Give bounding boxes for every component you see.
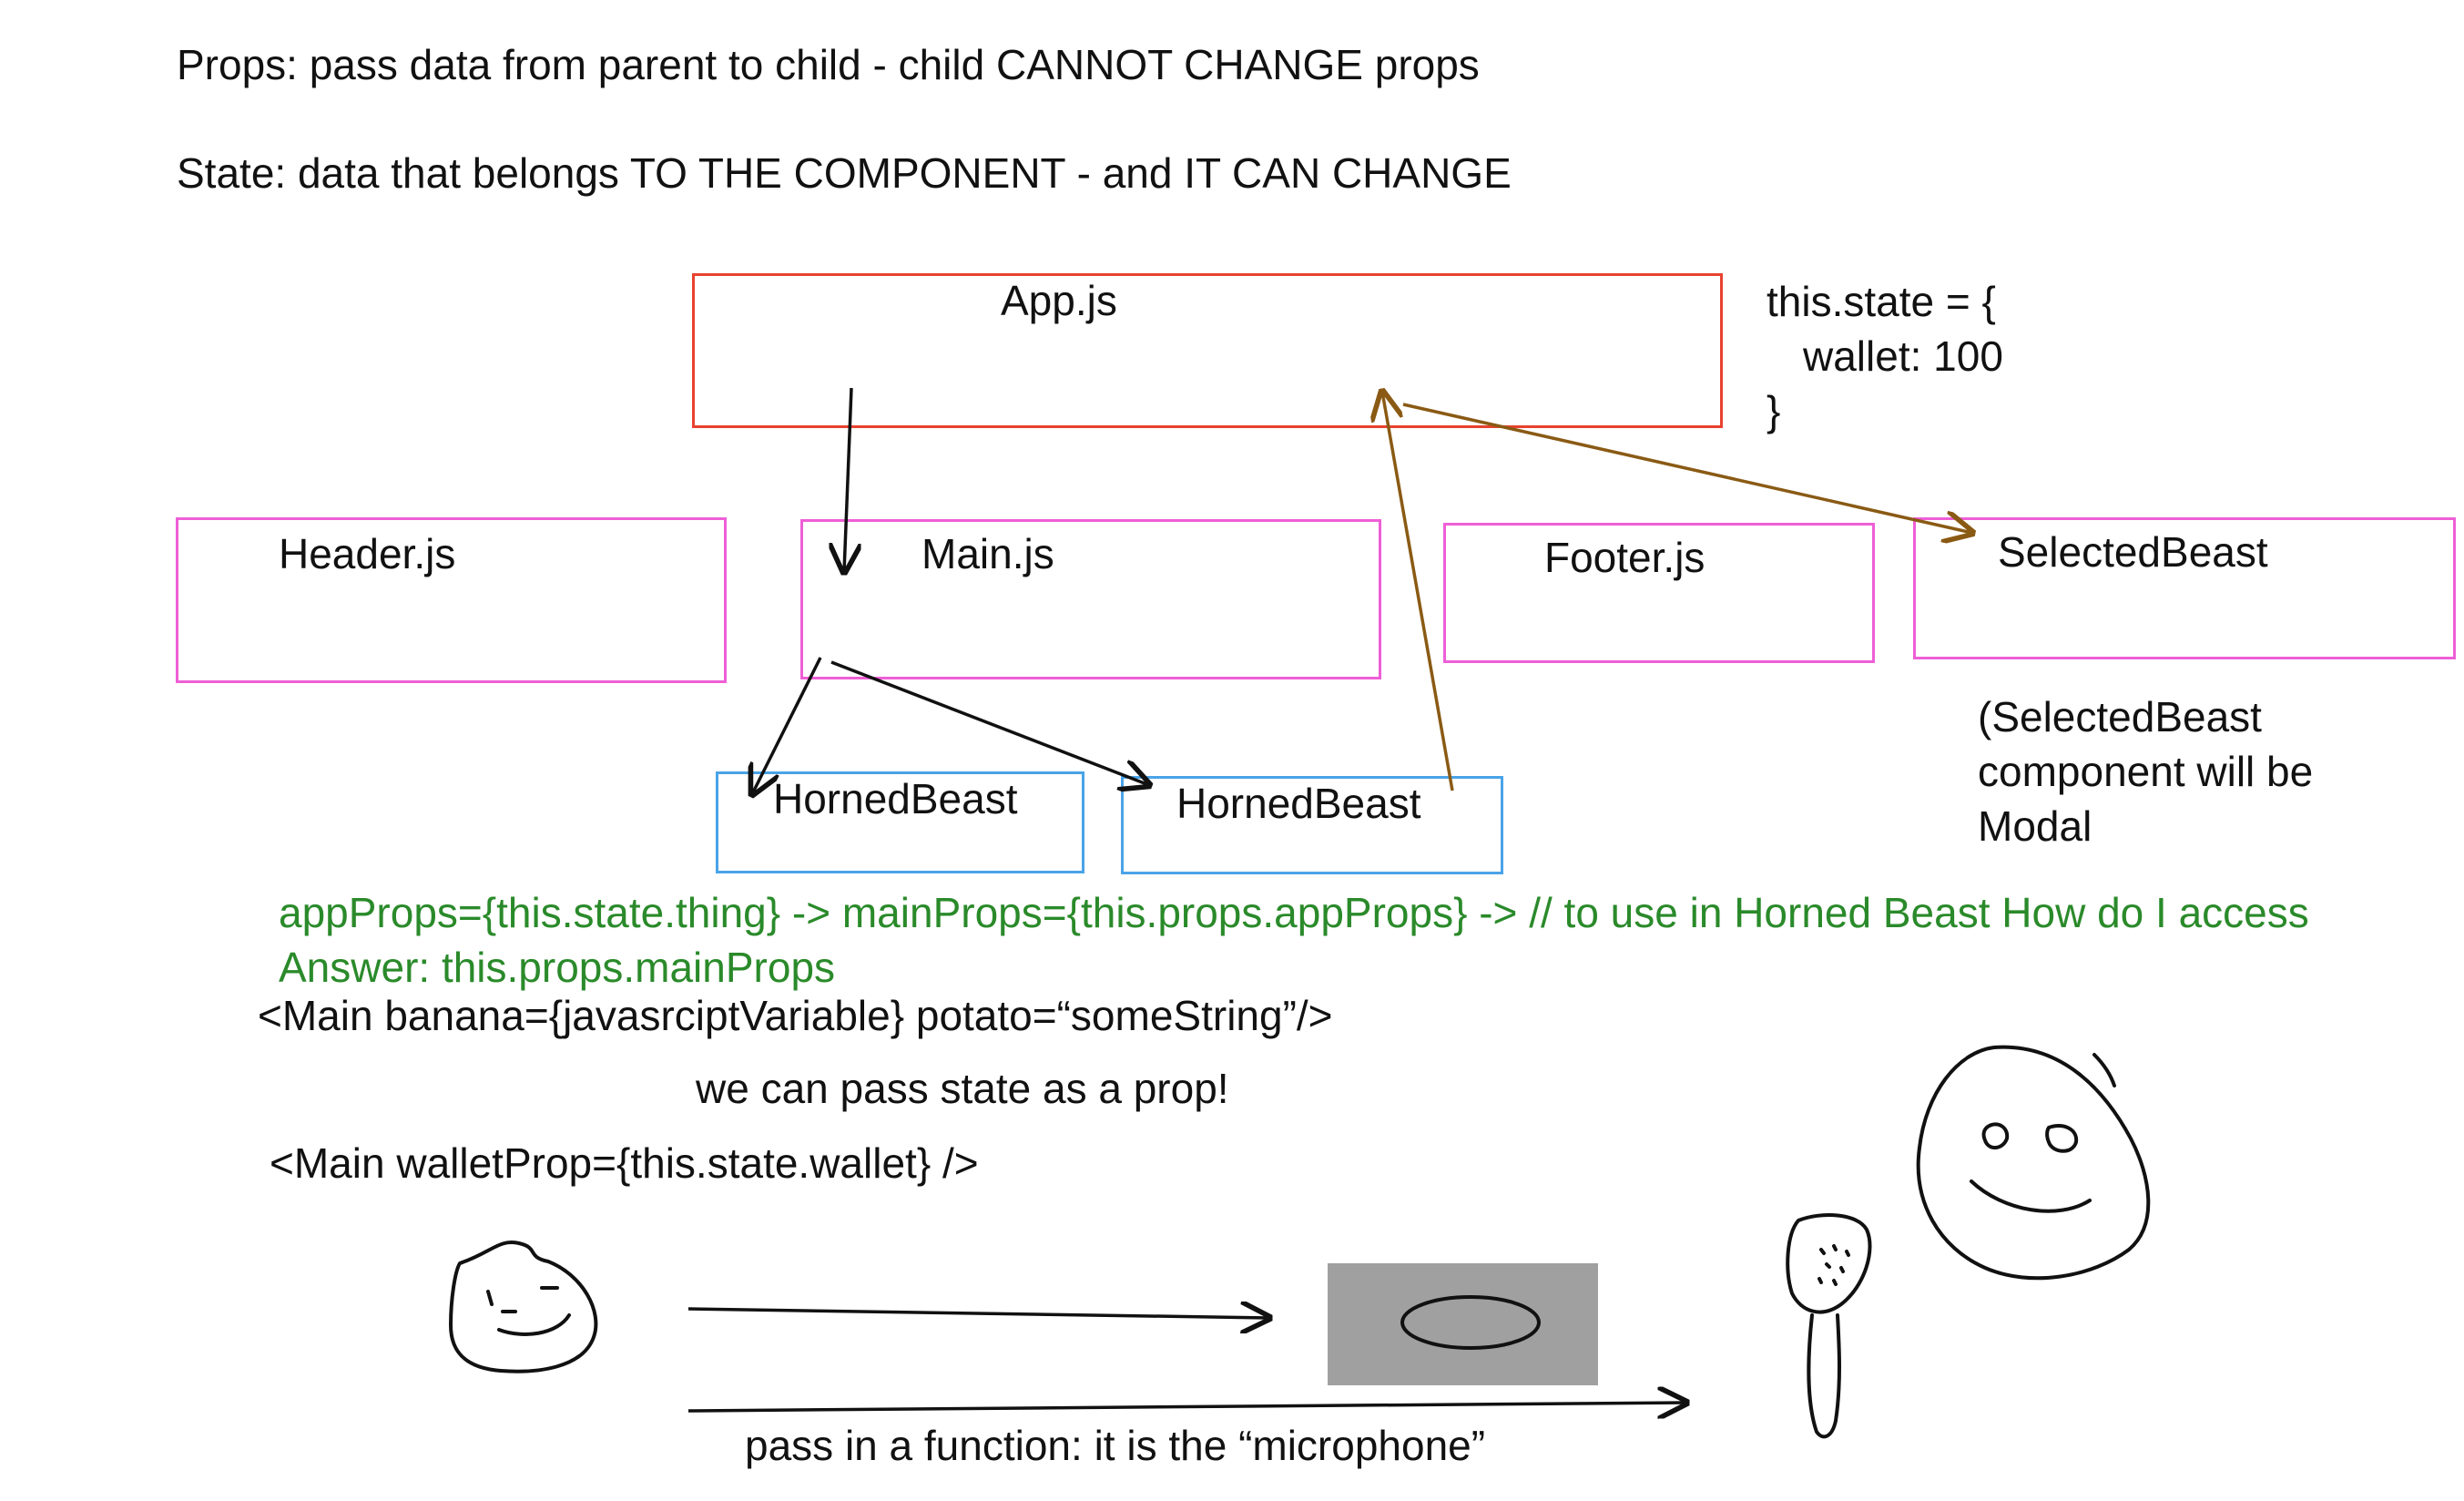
- horned-beast-label-1: HornedBeast: [773, 775, 1018, 822]
- main-component-label: Main.js: [921, 530, 1054, 577]
- microphone-sketch: [1786, 1213, 1872, 1439]
- selected-beast-component-box: SelectedBeast: [1913, 517, 2456, 659]
- state-as-prop-note: we can pass state as a prop!: [696, 1065, 1229, 1112]
- selected-beast-component-label: SelectedBeast: [1998, 528, 2268, 576]
- gray-rectangle: [1328, 1263, 1598, 1385]
- arrow-hornedbeast-to-app: [1382, 392, 1454, 791]
- selected-beast-note-line-3: Modal: [1978, 802, 2092, 850]
- arrow-app-to-main: [844, 387, 851, 572]
- green-answer-note: Answer: this.props.mainProps: [279, 944, 836, 991]
- app-state-line-3: }: [1767, 387, 1781, 434]
- main-banana-example: <Main banana={javasrciptVariable} potato…: [258, 992, 1333, 1039]
- main-component-box: Main.js: [800, 519, 1381, 679]
- arrow-face-to-microphone: [687, 1403, 1686, 1411]
- arrow-main-to-hornedbeast-1: [752, 657, 822, 794]
- function-microphone-note: pass in a function: it is the “microphon…: [745, 1422, 1486, 1469]
- horned-beast-box-1: HornedBeast: [716, 771, 1084, 873]
- large-face-sketch: [1916, 1045, 2151, 1281]
- footer-component-box: Footer.js: [1443, 523, 1875, 663]
- app-state-line-1: this.state = {: [1767, 278, 1996, 325]
- arrow-app-to-selectedbeast: [1402, 403, 1972, 533]
- selected-beast-note-line-2: component will be: [1978, 748, 2314, 795]
- header-component-label: Header.js: [279, 530, 456, 577]
- small-face-sketch: [449, 1241, 598, 1373]
- app-state-line-2: wallet: 100: [1803, 332, 2003, 380]
- header-component-box: Header.js: [176, 517, 727, 683]
- arrow-face-to-gray-box: [687, 1309, 1269, 1318]
- footer-component-label: Footer.js: [1544, 534, 1705, 581]
- selected-beast-note-line-1: (SelectedBeast: [1978, 693, 2262, 740]
- props-definition: Props: pass data from parent to child - …: [177, 41, 1480, 88]
- app-component-box: App.js: [692, 273, 1723, 428]
- green-chain-note: appProps={this.state.thing} -> mainProps…: [279, 889, 2309, 936]
- state-definition: State: data that belongs TO THE COMPONEN…: [177, 149, 1512, 197]
- wallet-prop-example: <Main walletProp={this.state.wallet} />: [270, 1139, 979, 1187]
- gray-box-oval: [1400, 1295, 1541, 1350]
- horned-beast-label-2: HornedBeast: [1176, 780, 1421, 827]
- app-component-label: App.js: [1001, 277, 1117, 324]
- arrow-main-to-hornedbeast-2: [830, 660, 1149, 785]
- horned-beast-box-2: HornedBeast: [1121, 776, 1503, 874]
